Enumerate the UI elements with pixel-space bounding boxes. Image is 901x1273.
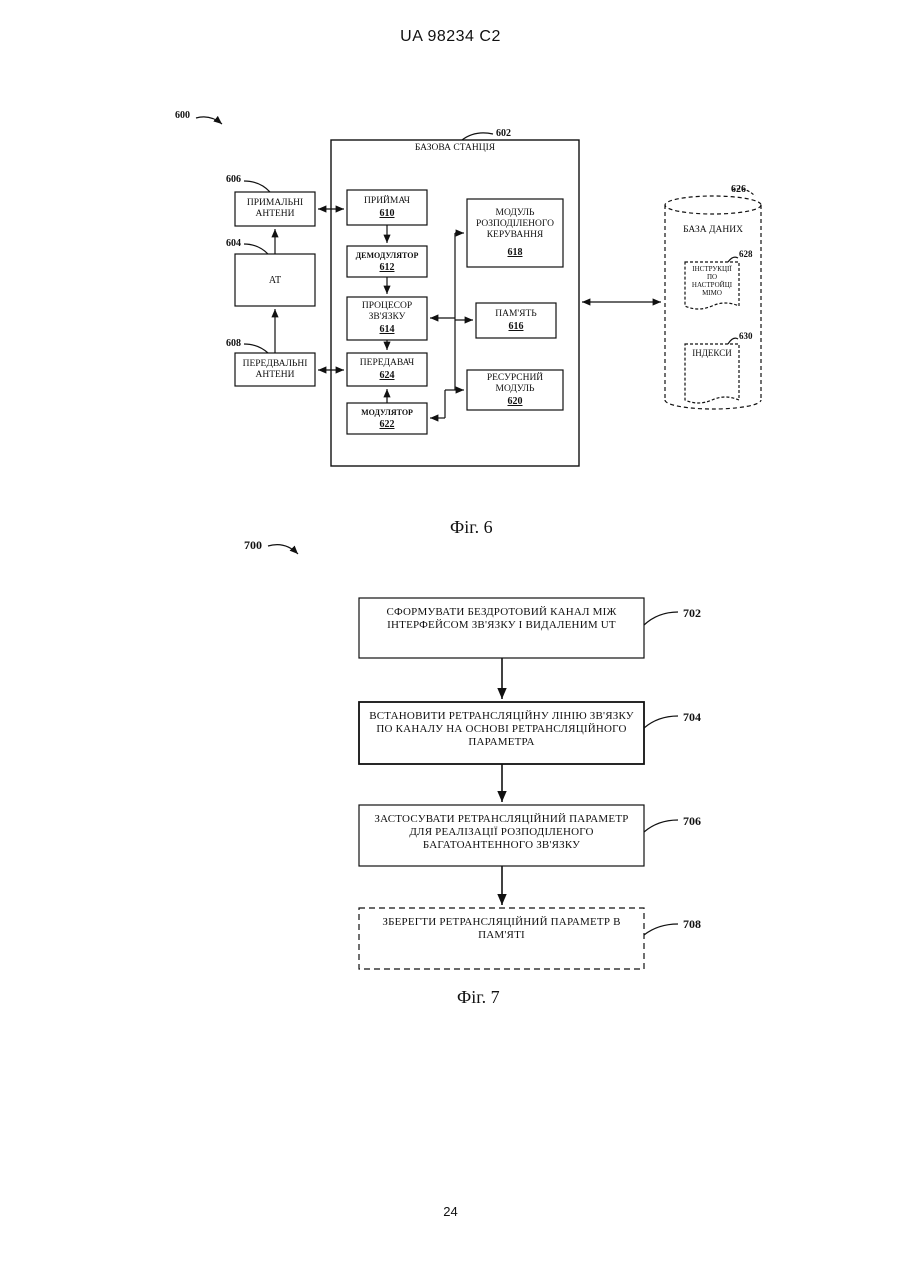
memory-num: 616 — [509, 320, 524, 333]
resource-line2: МОДУЛЬ — [496, 384, 535, 395]
step-706-line2: ДЛЯ РЕАЛІЗАЦІЇ РОЗПОДІЛЕНОГО — [409, 826, 593, 839]
indexes-ref: 630 — [739, 331, 753, 341]
instructions-label: ІНСТРУКЦІЇ ПО НАСТРОЙЦІ MIMO — [685, 265, 739, 297]
demodulator-num: 612 — [380, 261, 395, 274]
tx-antennas-ref: 608 — [226, 338, 241, 349]
processor-block: ПРОЦЕСОР ЗВ'ЯЗКУ 614 — [347, 297, 427, 340]
dist-control-line3: КЕРУВАННЯ — [487, 230, 544, 241]
processor-line1: ПРОЦЕСОР — [362, 301, 412, 312]
rx-antennas-line1: ПРИМАЛЬНІ — [247, 198, 303, 209]
step-704-ref: 704 — [683, 710, 701, 725]
instructions-line3: НАСТРОЙЦІ — [685, 281, 739, 289]
receiver-block: ПРИЙМАЧ 610 — [347, 190, 427, 225]
step-706: ЗАСТОСУВАТИ РЕТРАНСЛЯЦІЙНИЙ ПАРАМЕТР ДЛЯ… — [359, 805, 644, 866]
instructions-line4: MIMO — [685, 289, 739, 297]
resource-line1: РЕСУРСНИЙ — [487, 373, 543, 384]
dist-control-num: 618 — [508, 246, 523, 259]
instructions-line1: ІНСТРУКЦІЇ — [685, 265, 739, 273]
tx-antennas-line2: АНТЕНИ — [255, 370, 294, 381]
step-704-line3: ПАРАМЕТРА — [468, 736, 534, 749]
tx-antennas-line1: ПЕРЕДВАЛЬНІ — [243, 359, 308, 370]
step-706-ref: 706 — [683, 814, 701, 829]
demodulator-block: ДЕМОДУЛЯТОР 612 — [347, 246, 427, 277]
dist-control-line2: РОЗПОДІЛЕНОГО — [476, 219, 554, 230]
processor-num: 614 — [380, 323, 395, 336]
memory-label: ПАМ'ЯТЬ — [495, 309, 536, 320]
step-708-ref: 708 — [683, 917, 701, 932]
at-block: AT — [235, 254, 315, 306]
base-station-title: БАЗОВА СТАНЦІЯ — [331, 143, 579, 153]
processor-line2: ЗВ'ЯЗКУ — [369, 312, 406, 323]
step-702-line1: СФОРМУВАТИ БЕЗДРОТОВИЙ КАНАЛ МІЖ — [386, 606, 616, 619]
modulator-num: 622 — [380, 418, 395, 431]
step-708-line1: ЗБЕРЕГТИ РЕТРАНСЛЯЦІЙНИЙ ПАРАМЕТР В — [382, 916, 620, 929]
dist-control-block: МОДУЛЬ РОЗПОДІЛЕНОГО КЕРУВАННЯ 618 — [467, 199, 563, 267]
fig7-caption: Фіг. 7 — [457, 987, 500, 1008]
step-708: ЗБЕРЕГТИ РЕТРАНСЛЯЦІЙНИЙ ПАРАМЕТР В ПАМ'… — [359, 908, 644, 969]
instructions-line2: ПО — [685, 273, 739, 281]
modulator-block: МОДУЛЯТОР 622 — [347, 403, 427, 434]
dist-control-line1: МОДУЛЬ — [496, 208, 535, 219]
tx-antennas: ПЕРЕДВАЛЬНІ АНТЕНИ — [235, 353, 315, 386]
transmitter-block: ПЕРЕДАВАЧ 624 — [347, 353, 427, 386]
database-ref: 626 — [731, 184, 746, 195]
modulator-label: МОДУЛЯТОР — [361, 407, 413, 418]
fig6-ref: 600 — [175, 110, 190, 121]
at-label: AT — [269, 275, 281, 286]
demodulator-label: ДЕМОДУЛЯТОР — [356, 250, 419, 261]
page-number: 24 — [0, 1204, 901, 1219]
instructions-ref: 628 — [739, 249, 753, 259]
rx-antennas: ПРИМАЛЬНІ АНТЕНИ — [235, 192, 315, 226]
step-702-ref: 702 — [683, 606, 701, 621]
indexes-label: ІНДЕКСИ — [685, 348, 739, 358]
fig6-caption: Фіг. 6 — [450, 517, 493, 538]
resource-num: 620 — [508, 395, 523, 408]
resource-block: РЕСУРСНИЙ МОДУЛЬ 620 — [467, 370, 563, 410]
step-702: СФОРМУВАТИ БЕЗДРОТОВИЙ КАНАЛ МІЖ ІНТЕРФЕ… — [359, 598, 644, 658]
step-704: ВСТАНОВИТИ РЕТРАНСЛЯЦІЙНУ ЛІНІЮ ЗВ'ЯЗКУ … — [359, 702, 644, 764]
rx-antennas-ref: 606 — [226, 174, 241, 185]
page-header: UA 98234 C2 — [0, 28, 901, 46]
transmitter-label: ПЕРЕДАВАЧ — [360, 358, 414, 369]
step-708-line2: ПАМ'ЯТІ — [478, 929, 525, 942]
step-704-line1: ВСТАНОВИТИ РЕТРАНСЛЯЦІЙНУ ЛІНІЮ ЗВ'ЯЗКУ — [369, 710, 634, 723]
database-title: БАЗА ДАНИХ — [665, 225, 761, 235]
step-706-line3: БАГАТОАНТЕННОГО ЗВ'ЯЗКУ — [423, 839, 580, 852]
base-station-ref: 602 — [496, 128, 511, 139]
receiver-num: 610 — [380, 207, 395, 220]
step-706-line1: ЗАСТОСУВАТИ РЕТРАНСЛЯЦІЙНИЙ ПАРАМЕТР — [374, 813, 628, 826]
step-702-line2: ІНТЕРФЕЙСОМ ЗВ'ЯЗКУ І ВИДАЛЕНИМ UT — [387, 619, 616, 632]
at-ref: 604 — [226, 238, 241, 249]
transmitter-num: 624 — [380, 369, 395, 382]
step-704-line2: ПО КАНАЛУ НА ОСНОВІ РЕТРАНСЛЯЦІЙНОГО — [376, 723, 626, 736]
memory-block: ПАМ'ЯТЬ 616 — [476, 303, 556, 338]
receiver-label: ПРИЙМАЧ — [364, 196, 410, 207]
rx-antennas-line2: АНТЕНИ — [255, 209, 294, 220]
fig7-ref: 700 — [244, 538, 262, 553]
